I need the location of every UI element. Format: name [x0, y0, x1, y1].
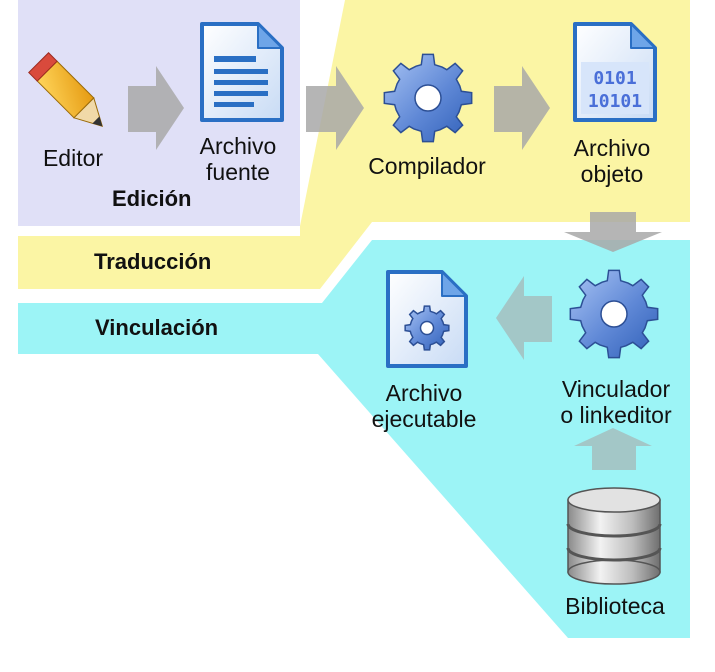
phase-label-traduccion: Traducción: [94, 249, 212, 274]
vinculador-label-line-2: o linkeditor: [560, 402, 672, 428]
compilador-gear-icon: [383, 53, 473, 143]
archivo-fuente-label: Archivo fuente: [178, 133, 298, 185]
archivo-objeto-label-line-2: objeto: [580, 161, 644, 187]
compilador-gear-hole: [414, 84, 442, 112]
archivo-objeto-label-line-1: Archivo: [573, 135, 651, 161]
arrow-compilador-to-objeto: [494, 66, 550, 150]
biblioteca-label: Biblioteca: [550, 593, 680, 619]
vinculador-label: Vinculador o linkeditor: [538, 376, 694, 428]
executable-document-icon: [386, 270, 468, 368]
vinculador-gear-hole: [600, 300, 628, 328]
compilador-label-line: Compilador: [368, 153, 486, 179]
arrow-editor-to-fuente: [128, 66, 184, 150]
arrow-vinculador-to-ejecutable: [496, 276, 552, 360]
arrow-fuente-to-compilador: [306, 66, 364, 150]
arrow-biblioteca-to-vinculador: [574, 428, 652, 470]
phase-label-edicion: Edición: [112, 186, 192, 211]
archivo-fuente-label-line-1: Archivo: [199, 133, 277, 159]
binary-line-2: 10101: [588, 91, 642, 112]
biblioteca-label-line: Biblioteca: [565, 593, 665, 619]
pencil-icon: [28, 52, 104, 128]
ejecutable-gear-hole: [419, 320, 435, 336]
binary-line-1: 0101: [593, 68, 636, 89]
archivo-ejecutable-label-line-1: Archivo: [385, 380, 463, 406]
archivo-ejecutable-label-line-2: ejecutable: [371, 406, 477, 432]
database-icon: [566, 487, 662, 585]
vinculador-label-line-1: Vinculador: [561, 376, 671, 402]
editor-label: Editor: [28, 145, 118, 171]
text-document-icon: [200, 22, 284, 122]
compilador-label: Compilador: [352, 153, 502, 179]
phase-label-vinculacion: Vinculación: [95, 315, 219, 340]
vinculador-gear-icon: [569, 269, 659, 359]
arrow-objeto-to-vinculador: [564, 212, 662, 252]
archivo-fuente-label-line-2: fuente: [206, 159, 270, 185]
binary-document-icon: 0101 10101: [573, 22, 657, 122]
editor-label-line: Editor: [42, 145, 104, 171]
archivo-objeto-label: Archivo objeto: [552, 135, 672, 187]
archivo-ejecutable-label: Archivo ejecutable: [354, 380, 494, 432]
